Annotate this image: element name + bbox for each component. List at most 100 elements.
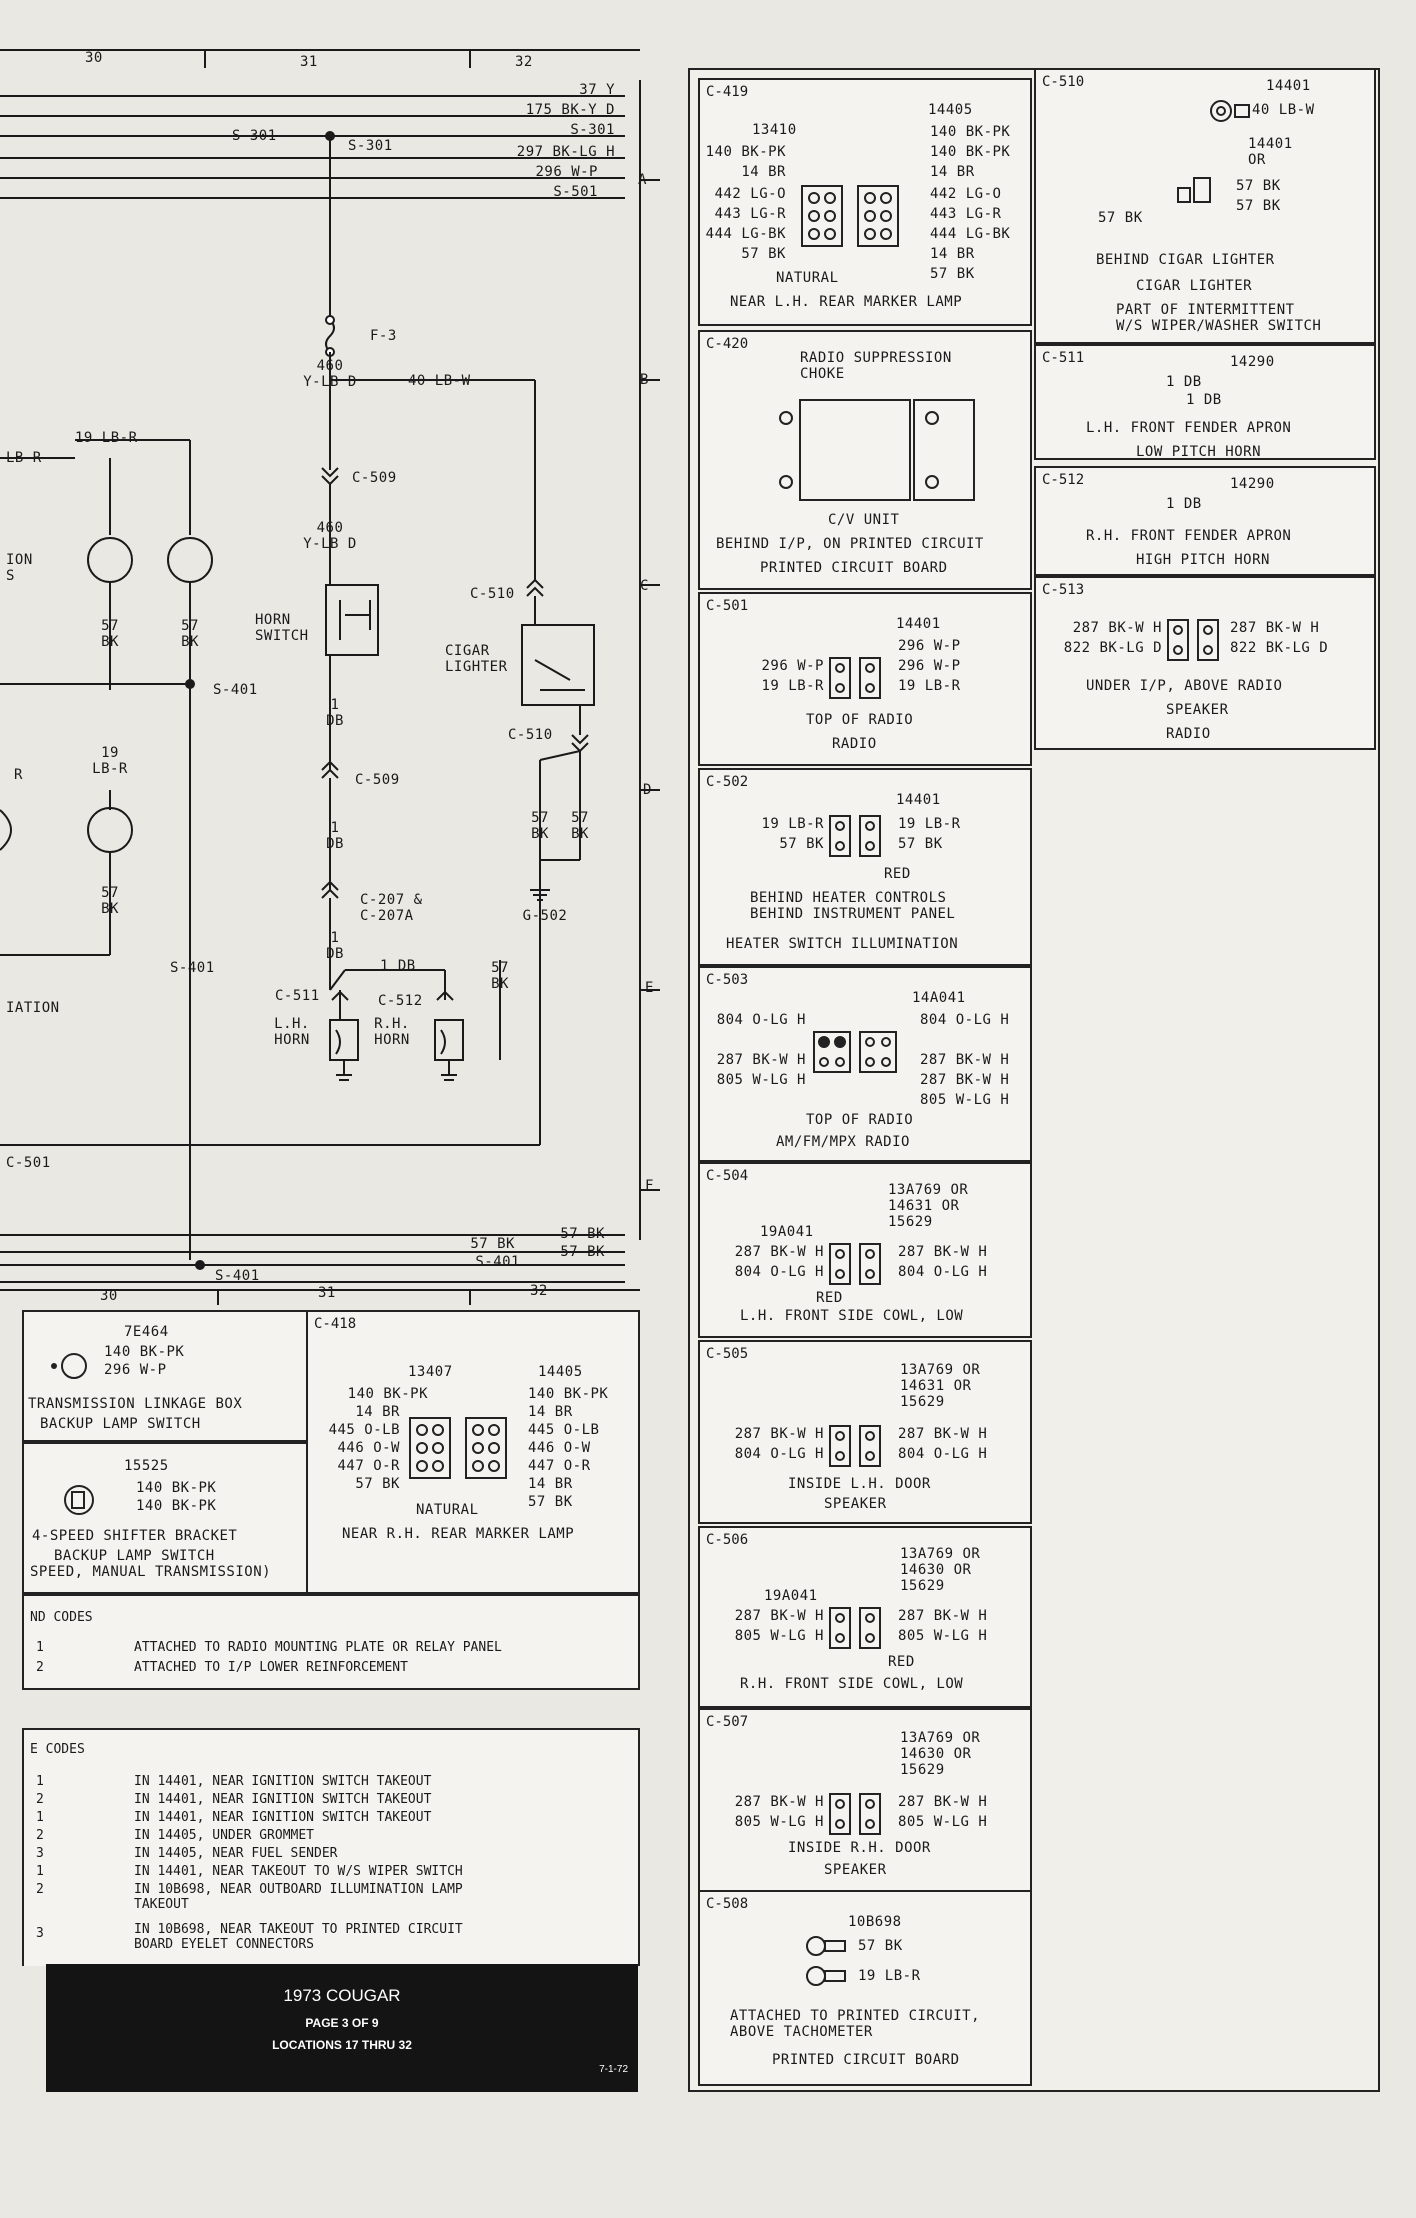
wire-label: 296 W-P	[104, 1362, 167, 1378]
connector-title: C-512	[1042, 472, 1085, 488]
row-letter: F	[645, 1178, 654, 1194]
connector-plug-icon	[829, 1243, 881, 1285]
wire-label: 19 LB-R	[898, 678, 961, 694]
description-label: AM/FM/MPX RADIO	[776, 1134, 910, 1150]
wire-label: 805 W-LG H	[716, 1072, 806, 1088]
location-label: TOP OF RADIO	[806, 712, 914, 728]
code-number: 3	[36, 1846, 44, 1861]
code-number: 1	[36, 1640, 44, 1655]
location-label: BEHIND CIGAR LIGHTER	[1096, 252, 1275, 268]
wire-label: 804 O-LG H	[920, 1012, 1010, 1028]
wire-label: 460 Y-LB D	[303, 520, 357, 552]
wire-label: 57 BK	[101, 618, 119, 650]
part-number: 10B698	[848, 1914, 902, 1930]
code-description: IN 14405, UNDER GROMMET	[134, 1828, 315, 1843]
wire-label: 287 BK-W H	[898, 1794, 988, 1810]
row-letter: E	[645, 980, 654, 996]
connector-label: C-510	[470, 586, 515, 602]
part-number: 13410	[752, 122, 797, 138]
description-label: HIGH PITCH HORN	[1136, 552, 1270, 568]
part-number: 19A041	[760, 1224, 814, 1240]
connector-plug-icon	[829, 657, 881, 699]
wire-label: 140 BK-PK	[705, 144, 786, 160]
wire-label: 57 BK	[741, 246, 786, 262]
wire-label: 37 Y	[579, 82, 615, 98]
wire-label: 287 BK-W H	[898, 1608, 988, 1624]
wire-label: 822 BK-LG D	[1230, 640, 1329, 656]
wire-label: 296 W-P	[898, 638, 961, 654]
location-label: INSIDE R.H. DOOR	[788, 1840, 931, 1856]
ground-codes-table: ND CODES 1 ATTACHED TO RADIO MOUNTING PL…	[22, 1594, 640, 1690]
connector-label: C-207 & C-207A	[360, 892, 423, 924]
splice-label: S-401	[170, 960, 215, 976]
connector-title: C-503	[706, 972, 749, 988]
wire-label: 19 LB-R	[75, 430, 138, 446]
wire-label: 19 LB-R	[761, 816, 824, 832]
grid-number: 30	[100, 1288, 118, 1304]
component-label: R.H. HORN	[374, 1016, 410, 1048]
connector-plug-icon	[1177, 177, 1211, 203]
wire-label: 1 DB	[326, 930, 344, 962]
connector-box-c503: C-503 14A041 804 O-LG H 287 BK-W H 805 W…	[698, 966, 1032, 1162]
location-label: TRANSMISSION LINKAGE BOX	[28, 1396, 243, 1412]
location-label: ATTACHED TO PRINTED CIRCUIT, ABOVE TACHO…	[730, 2008, 981, 2040]
wire-label: 57 BK	[1236, 178, 1281, 194]
connector-plug-icon	[801, 185, 899, 247]
cv-unit-label: C/V UNIT	[828, 512, 900, 528]
wire-label: 442 LG-O	[714, 186, 786, 202]
wire-label: 140 BK-PK	[136, 1498, 217, 1514]
fuse-label: F-3	[370, 328, 397, 344]
part-number: 19A041	[764, 1588, 818, 1604]
component-box-7e464: 7E464 140 BK-PK 296 W-P TRANSMISSION LIN…	[22, 1310, 308, 1442]
connector-icon	[64, 1485, 94, 1515]
wire-label: 444 LG-BK	[930, 226, 1011, 242]
part-number: 13407	[408, 1364, 453, 1380]
code-number: 2	[36, 1792, 44, 1807]
wire-label: 460 Y-LB D	[303, 358, 357, 390]
wire-label: 442 LG-O	[930, 186, 1002, 202]
connector-box-c511: C-511 14290 1 DB 1 DB L.H. FRONT FENDER …	[1034, 344, 1376, 460]
connector-plug-icon	[829, 1793, 881, 1835]
wire-label: 57 BK	[560, 1226, 605, 1242]
wire-label: 287 BK-W H	[920, 1072, 1010, 1088]
part-number: 14401	[896, 616, 941, 632]
cut-off-label: R	[14, 767, 23, 783]
wire-label: 57 BK	[779, 836, 824, 852]
row-letter: D	[643, 782, 652, 798]
connector-box-c502: C-502 14401 19 LB-R 57 BK 19 LB-R 57 BK …	[698, 768, 1032, 966]
connector-box-c419: C-419 13410 14405 140 BK-PK 14 BR 442 LG…	[698, 78, 1032, 326]
connector-plug-icon	[1167, 619, 1219, 661]
location-label: BEHIND I/P, ON PRINTED CIRCUIT	[716, 536, 984, 552]
connector-box-c418: C-418 13407 14405 140 BK-PK 14 BR 445 O-…	[306, 1310, 640, 1594]
wire-label: 19 LB-R	[898, 816, 961, 832]
wire-label: 445 O-LB	[328, 1422, 400, 1438]
connector-title: C-507	[706, 1714, 749, 1730]
part-number: 13A769 OR 14630 OR 15629	[900, 1546, 981, 1594]
wire-label: 287 BK-W H	[716, 1052, 806, 1068]
connector-label: C-510	[508, 727, 553, 743]
location-label: NEAR L.H. REAR MARKER LAMP	[730, 294, 963, 310]
wire-label: 287 BK-W H	[1230, 620, 1320, 636]
revision-date: 7-1-72	[599, 2064, 628, 2075]
cut-off-label: C-501	[6, 1155, 51, 1171]
wire-label: 804 O-LG H	[734, 1446, 824, 1462]
wire-label: S-501	[553, 184, 598, 200]
location-label: TOP OF RADIO	[806, 1112, 914, 1128]
location-label: R.H. FRONT FENDER APRON	[1086, 528, 1292, 544]
location-label: L.H. FRONT SIDE COWL, LOW	[740, 1308, 964, 1324]
wire-label: S-301	[570, 122, 615, 138]
wire-label: 1 DB	[326, 820, 344, 852]
wire-label: 287 BK-W H	[1072, 620, 1162, 636]
splice-label: S-401	[215, 1268, 260, 1284]
wire-label: 1 DB	[1186, 392, 1222, 408]
code-number: 3	[36, 1926, 44, 1941]
connector-title: C-502	[706, 774, 749, 790]
connector-box-c505: C-505 13A769 OR 14631 OR 15629 287 BK-W …	[698, 1340, 1032, 1524]
wire-label: 822 BK-LG D	[1063, 640, 1162, 656]
row-letter: B	[640, 372, 649, 388]
code-description: IN 14405, NEAR FUEL SENDER	[134, 1846, 338, 1861]
wire-label: 57 BK	[560, 1244, 605, 1260]
connector-title: C-510	[1042, 74, 1085, 90]
wire-label: 140 BK-PK	[347, 1386, 428, 1402]
